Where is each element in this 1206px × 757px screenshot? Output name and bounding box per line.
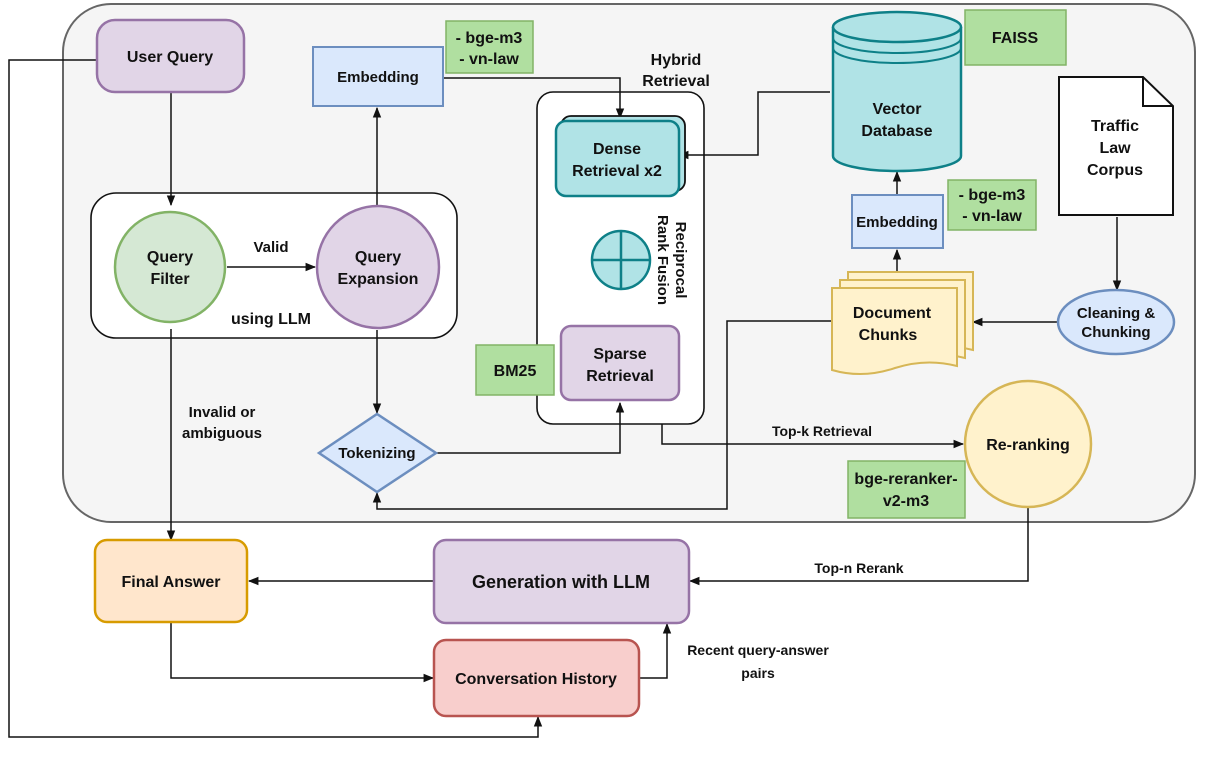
dense-retrieval-node [554,119,681,198]
cleaning-chunking-line2: Chunking [1081,324,1150,341]
edge-final-to-history [170,622,435,683]
embedding-top-node [312,46,444,107]
generation-llm-node [432,538,691,625]
embedding-right-note-line1: - bge-m3 [959,187,1026,204]
sparse-retrieval-node [559,324,681,402]
re-ranking-node [963,379,1093,509]
embedding-right-note [947,179,1037,231]
traffic-law-corpus-line2: Law [1099,140,1131,157]
edge-chunks-to-tokenizing [372,320,833,510]
valid-label: Valid [253,239,288,256]
embedding-top-note-line2: - vn-law [459,51,519,68]
top-k-label: Top-k Retrieval [772,423,872,439]
sparse-retrieval-label-line1: Sparse [593,346,646,363]
query-filter-line1: Query [147,249,193,266]
reranker-note [847,460,966,519]
embedding-top-label: Embedding [337,69,419,86]
rrf-symbol [590,229,652,291]
query-expansion-line2: Expansion [338,271,419,288]
final-answer-node [93,538,249,624]
reranker-note-line1: bge-reranker- [854,471,957,488]
final-answer-label: Final Answer [122,574,221,591]
dense-retrieval-label-line1: Dense [593,141,641,158]
embedding-top-note-line1: - bge-m3 [456,30,523,47]
faiss-note [964,9,1067,66]
document-chunks-line2: Chunks [859,327,918,344]
tokenizing-node [316,412,439,494]
edges [8,59,1122,738]
embedding-right-node [851,194,944,249]
embedding-right-label: Embedding [856,214,938,231]
cleaning-chunking-line1: Cleaning & [1077,305,1156,322]
dense-retrieval-label-line2: Retrieval x2 [572,163,662,180]
traffic-law-corpus-line3: Corpus [1087,162,1143,179]
user-query-label: User Query [127,49,213,66]
edge-reranking-to-generation [688,507,1029,586]
using-llm-label: using LLM [231,311,311,328]
hybrid-retrieval-label-line2: Retrieval [642,73,710,90]
edge-embedding-to-dense [443,77,625,120]
bm25-label: BM25 [494,363,537,380]
faiss-label: FAISS [992,30,1039,47]
document-chunks-line1: Document [853,305,932,322]
generation-llm-label: Generation with LLM [472,572,650,592]
query-filter-line2: Filter [150,271,189,288]
edge-tokenizing-to-sparse [436,401,625,454]
user-query-node [95,18,246,94]
query-expansion-node [315,204,441,330]
sparse-retrieval-label-line2: Retrieval [586,368,654,385]
top-n-label: Top-n Rerank [814,560,903,576]
rrf-label-line1: Reciprocal [672,222,689,299]
edge-user-to-history [8,59,543,738]
re-ranking-label: Re-ranking [986,437,1070,454]
invalid-label-line1: Invalid or [189,404,256,421]
query-expansion-line1: Query [355,249,401,266]
traffic-law-corpus-line1: Traffic [1091,118,1139,135]
corpus-fold [1142,77,1173,107]
embedding-right-note-line2: - vn-law [962,208,1022,225]
invalid-label-line2: ambiguous [182,425,262,442]
conversation-history-node [432,638,641,718]
edge-hybrid-to-reranking [661,424,965,449]
bm25-note [475,344,555,396]
cleaning-chunking-node [1056,288,1176,356]
conversation-history-label: Conversation History [455,671,617,688]
traffic-law-corpus-node [1058,76,1174,216]
recent-pairs-line1: Recent query-answer [687,642,829,658]
recent-pairs-line2: pairs [741,665,775,681]
vector-database-node [831,10,963,173]
rrf-label-line2: Rank Fusion [654,215,671,305]
query-filter-node [113,210,227,324]
vector-database-label-line2: Database [861,123,932,140]
embedding-top-note [445,20,534,74]
document-chunks-node [831,271,974,376]
tokenizing-label: Tokenizing [338,445,415,462]
edge-history-to-generation [640,622,672,679]
edge-vectordb-to-dense [677,91,830,160]
hybrid-retrieval-label-line1: Hybrid [651,52,702,69]
vector-database-label-line1: Vector [873,101,922,118]
reranker-note-line2: v2-m3 [883,493,929,510]
